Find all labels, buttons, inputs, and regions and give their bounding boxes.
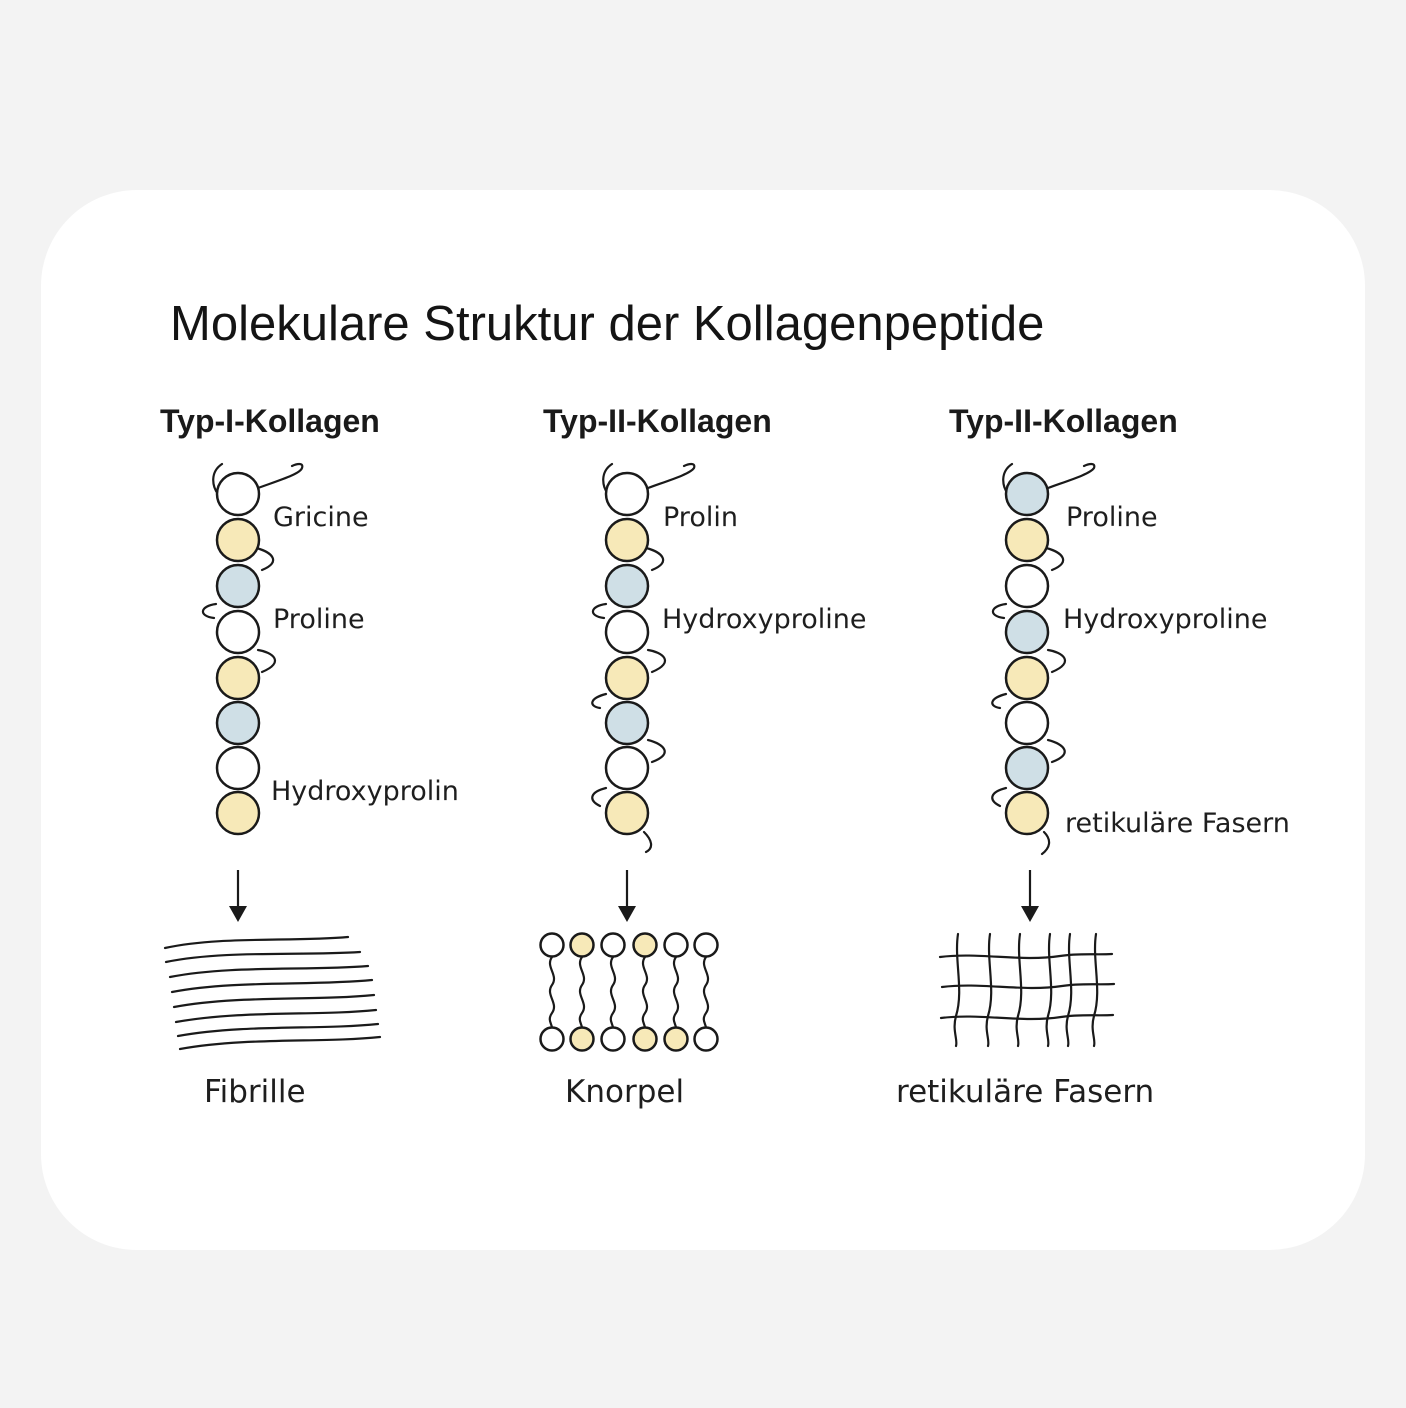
fibril-structure <box>165 937 380 1049</box>
column-2-bead-yellow <box>606 657 648 699</box>
column-1-arrow <box>229 870 247 922</box>
column-1-bead-blue <box>217 702 259 744</box>
column-1-bead-white <box>217 747 259 789</box>
column-2-bead-blue <box>606 565 648 607</box>
column-2-bead-yellow <box>606 519 648 561</box>
column-1-bead-yellow <box>217 657 259 699</box>
column-type-2: Typ-II-Kollagen Prolin Hydroxyproline <box>541 403 867 1110</box>
column-2-label-prolin: Prolin <box>663 502 738 533</box>
column-3-bead-blue <box>1006 473 1048 515</box>
column-3-label-hydroxyproline: Hydroxyproline <box>1063 604 1267 635</box>
column-1-label-proline: Proline <box>273 604 365 635</box>
column-1-bead-yellow <box>217 519 259 561</box>
column-1-label-hydroxyprolin: Hydroxyprolin <box>271 776 459 807</box>
column-3-arrow <box>1021 870 1039 922</box>
column-1-label-gricine: Gricine <box>273 502 369 533</box>
column-2-bead-white <box>606 747 648 789</box>
column-3-bead-yellow <box>1006 519 1048 561</box>
cartilage-structure <box>541 934 718 1051</box>
column-2-caption: Knorpel <box>565 1074 684 1110</box>
column-3-bead-yellow <box>1006 792 1048 834</box>
column-3-bead-blue <box>1006 611 1048 653</box>
column-2-bead-white <box>606 473 648 515</box>
column-1-bead-blue <box>217 565 259 607</box>
column-2-label-hydroxyproline: Hydroxyproline <box>662 604 866 635</box>
column-3-label-retikulaere-fasern: retikuläre Fasern <box>1065 808 1290 839</box>
column-2-arrow <box>618 870 636 922</box>
column-1-heading: Typ-I-Kollagen <box>160 403 380 439</box>
column-3-bead-white <box>1006 565 1048 607</box>
column-1-caption: Fibrille <box>204 1074 306 1110</box>
column-3-bead-blue <box>1006 747 1048 789</box>
column-1-bead-white <box>217 611 259 653</box>
column-3-label-proline: Proline <box>1066 502 1158 533</box>
column-3-caption: retikuläre Fasern <box>896 1074 1154 1110</box>
column-3-bead-yellow <box>1006 657 1048 699</box>
column-3-bead-white <box>1006 702 1048 744</box>
column-2-bead-blue <box>606 702 648 744</box>
column-2-bead-white <box>606 611 648 653</box>
column-type-3: Typ-II-Kollagen Proline Hydroxyproline r… <box>896 403 1290 1110</box>
column-type-1: Typ-I-Kollagen Gricine Proline Hydroxypr… <box>160 403 459 1110</box>
column-3-heading: Typ-II-Kollagen <box>949 403 1178 439</box>
column-2-heading: Typ-II-Kollagen <box>543 403 772 439</box>
reticular-mesh-structure <box>940 934 1114 1046</box>
page-title: Molekulare Struktur der Kollagenpeptide <box>170 297 1044 351</box>
column-1-bead-white <box>217 473 259 515</box>
column-2-bead-yellow <box>606 792 648 834</box>
column-1-bead-yellow <box>217 792 259 834</box>
